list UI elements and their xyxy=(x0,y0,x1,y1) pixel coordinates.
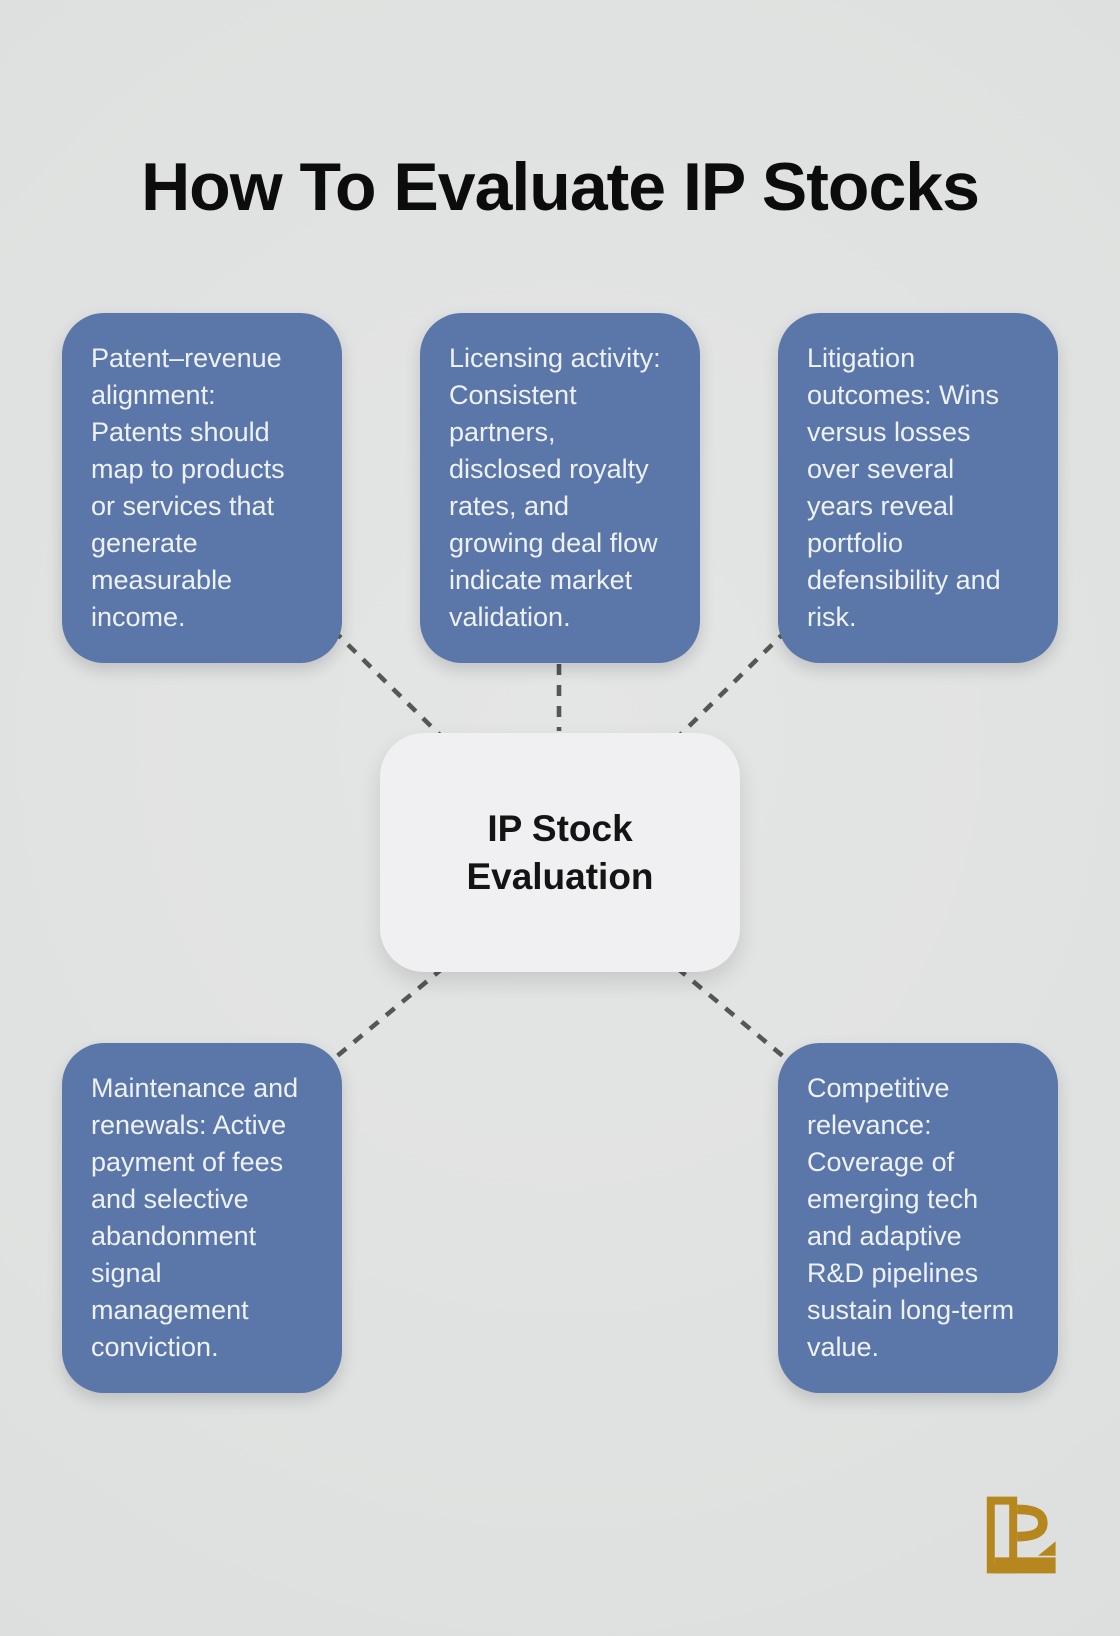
connector-line-top-left xyxy=(331,628,443,738)
center-node: IP Stock Evaluation xyxy=(380,733,740,972)
node-text: Licensing activity: Consistent partners,… xyxy=(449,343,661,632)
node-litigation-outcomes: Litigation outcomes: Wins versus losses … xyxy=(778,313,1058,663)
node-patent-revenue-alignment: Patent–revenue alignment: Patents should… xyxy=(62,313,342,663)
node-text: Competitive relevance: Coverage of emerg… xyxy=(807,1073,1015,1362)
page-title: How To Evaluate IP Stocks xyxy=(141,148,980,225)
lp-monogram-logo-icon xyxy=(986,1496,1056,1574)
connector-line-bottom-right xyxy=(675,966,792,1064)
node-text: Litigation outcomes: Wins versus losses … xyxy=(807,343,1001,632)
node-text: Patent–revenue alignment: Patents should… xyxy=(91,343,285,632)
node-text: Maintenance and renewals: Active payment… xyxy=(91,1073,299,1362)
center-node-label: IP Stock Evaluation xyxy=(466,807,654,897)
node-competitive-relevance: Competitive relevance: Coverage of emerg… xyxy=(778,1043,1058,1393)
node-licensing-activity: Licensing activity: Consistent partners,… xyxy=(420,313,700,663)
node-maintenance-renewals: Maintenance and renewals: Active payment… xyxy=(62,1043,342,1393)
connector-line-top-right xyxy=(677,628,789,738)
connector-line-bottom-left xyxy=(328,966,445,1064)
